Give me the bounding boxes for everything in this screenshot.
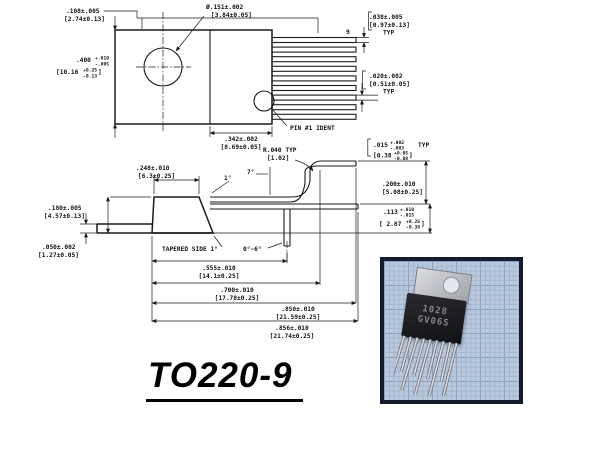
pitch-leader bbox=[104, 10, 138, 18]
dim-sleadthick-mm-plus: +0.05 bbox=[394, 151, 408, 157]
front-view: .108±.005 [2.74±0.13] Ø.151±.002 [3.84±0… bbox=[56, 3, 410, 151]
dim-topwidth-in: .248±.010 bbox=[136, 165, 170, 172]
dim-standoff-minus: -.015 bbox=[400, 213, 414, 219]
lead-highlights bbox=[390, 335, 458, 397]
formed-lead-top bbox=[210, 160, 356, 198]
dim-bodythick-in: .180±.005 bbox=[48, 205, 82, 212]
lead-3 bbox=[271, 94, 357, 101]
dim-bodyheight-in: .400 bbox=[76, 57, 91, 64]
side-view: .248±.010 [6.3±0.25] 1° 7° R.040 TYP [1.… bbox=[38, 138, 432, 340]
dim-sleadthick-typ: TYP bbox=[418, 142, 429, 149]
dim-standoff-mm-close: ] bbox=[421, 221, 425, 228]
graph-paper: 1028 GV06S bbox=[384, 261, 519, 400]
dim-tabthick-mm: [1.27±0.05] bbox=[38, 252, 79, 259]
component-leads bbox=[390, 335, 459, 397]
dim-len4-in: .856±.010 bbox=[275, 325, 309, 332]
dim-bodyheight-mm-minus: -0.13 bbox=[83, 74, 97, 80]
body-side-outline bbox=[151, 196, 215, 234]
dim-radius-in: R.040 TYP bbox=[263, 147, 297, 154]
lead-4 bbox=[271, 84, 357, 92]
lead-1 bbox=[271, 113, 357, 120]
lead-8 bbox=[271, 46, 357, 53]
down-formed-lead bbox=[283, 209, 291, 247]
dim-bodyheight-minus: -.005 bbox=[95, 62, 109, 68]
lead-6 bbox=[271, 65, 357, 72]
dim-bodyheight-mm: [10.16 bbox=[56, 69, 79, 76]
lead-angle-leader bbox=[267, 242, 283, 249]
dim-len1-mm: [14.1±0.25] bbox=[199, 273, 240, 280]
dim-pitch-in: .108±.005 bbox=[66, 8, 100, 15]
mounting-hole bbox=[143, 47, 183, 87]
dim-tabthick-in: .050±.002 bbox=[42, 244, 76, 251]
component-photo: 1028 GV06S bbox=[380, 257, 523, 404]
dim-sleadthick-in: .015 bbox=[373, 142, 388, 149]
dim-sleadthick-plus: +.002 bbox=[390, 140, 404, 146]
dim-bodyheight-mm-plus: +0.25 bbox=[83, 68, 97, 74]
dim-len3-in: .850±.010 bbox=[281, 306, 315, 313]
radius-leader bbox=[294, 159, 314, 172]
dim-len2-in: .700±.010 bbox=[220, 287, 254, 294]
lead-9 bbox=[271, 36, 357, 44]
pin1-ident-circle bbox=[253, 90, 275, 112]
dim-radius-mm: [1.02] bbox=[267, 155, 289, 162]
dim-standoff-mm-plus: +0.25 bbox=[406, 219, 420, 225]
dim-sleadthick-mm: [0.38 bbox=[373, 153, 392, 160]
lead-2 bbox=[271, 104, 357, 111]
pin1-leader bbox=[270, 107, 288, 127]
dim-len4-mm: [21.74±0.25] bbox=[270, 333, 315, 340]
dim-rowoffset-in: .200±.010 bbox=[382, 181, 416, 188]
dim-leadthick-typ: TYP bbox=[383, 89, 394, 96]
angle-right-label: 7° bbox=[247, 168, 254, 176]
taper-leader bbox=[213, 235, 223, 248]
dim-len1-in: .555±.010 bbox=[202, 265, 236, 272]
dim-len2-mm: [17.78±0.25] bbox=[215, 295, 260, 302]
dim-rowoffset-mm: [5.08±0.25] bbox=[382, 189, 423, 196]
dim-standoff-in: .113 bbox=[383, 209, 398, 216]
dim-leadthick-mm: [0.51±0.05] bbox=[369, 81, 410, 88]
dim-hole-in: Ø.151±.002 bbox=[205, 3, 244, 11]
dim-leadwidth-in: .038±.005 bbox=[369, 14, 403, 21]
dim-standoff-mm-minus: -0.38 bbox=[406, 225, 420, 231]
lead-angle-note: 0°-6° bbox=[243, 245, 262, 253]
dim-bodyheight-plus: +.010 bbox=[95, 56, 109, 62]
dim-leadthick-in: .020±.002 bbox=[369, 73, 403, 80]
to220-component: 1028 GV06S bbox=[390, 266, 474, 400]
dim-pitch-mm: [2.74±0.13] bbox=[64, 16, 105, 23]
lead-5 bbox=[271, 75, 357, 82]
dim-tabwidth-in: .342±.002 bbox=[224, 136, 258, 143]
angle-left-label: 1° bbox=[224, 174, 231, 182]
body-outline bbox=[114, 29, 273, 125]
dim-sleadthick-minus: -.003 bbox=[390, 146, 404, 152]
hole-leader bbox=[175, 15, 205, 52]
dim-sleadthick-mm-close: ] bbox=[409, 153, 413, 160]
dim-hole-mm: [3.84±0.05] bbox=[211, 12, 252, 19]
dim-standoff-plus: +.010 bbox=[400, 207, 414, 213]
dim-standoff-mm: [ 2.87 bbox=[379, 221, 402, 228]
leads bbox=[271, 36, 357, 120]
dim-leadwidth-mm: [0.97±0.13] bbox=[369, 22, 410, 29]
dim-bodyheight-mm-close: ] bbox=[98, 69, 102, 76]
pin9-label: 9 bbox=[346, 29, 350, 36]
pin1-ident-label: PIN #1 IDENT bbox=[290, 125, 335, 132]
lead-7 bbox=[271, 56, 357, 63]
taper-note: TAPERED SIDE 1° bbox=[162, 245, 218, 253]
dim-len3-mm: [21.59±0.25] bbox=[276, 314, 321, 321]
package-title: TO220-9 bbox=[146, 356, 303, 402]
dim-leadwidth-typ: TYP bbox=[383, 30, 394, 37]
dim-bodythick-mm: [4.57±0.13] bbox=[44, 213, 85, 220]
tab-outline bbox=[96, 223, 213, 234]
dim-sleadthick-mm-minus: -0.08 bbox=[394, 156, 408, 162]
lead-shading-ticks bbox=[282, 39, 348, 51]
dim-tabwidth-mm: [8.69±0.05] bbox=[221, 144, 262, 151]
dim-topwidth-mm: [6.3±0.25] bbox=[138, 173, 175, 180]
